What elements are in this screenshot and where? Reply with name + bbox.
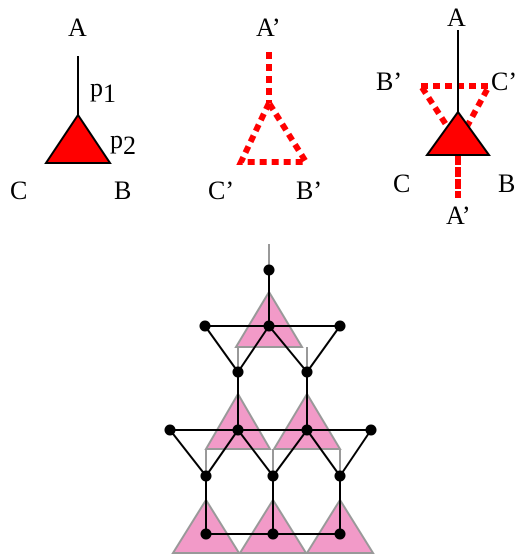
dual-label-a: A’ xyxy=(256,13,281,42)
lattice-node xyxy=(301,424,313,436)
lattice-bond xyxy=(204,325,239,373)
lattice-bond xyxy=(306,325,341,373)
combined-diagram xyxy=(415,30,495,198)
lattice-node xyxy=(232,424,244,436)
combined-label-b: B xyxy=(498,169,515,198)
lattice-bond xyxy=(306,429,341,477)
combined-label-a-prime: A’ xyxy=(446,201,471,230)
combined-label-b-prime: B’ xyxy=(376,67,402,96)
lattice-node xyxy=(232,366,244,378)
lattice-node xyxy=(334,470,346,482)
dual-diagram xyxy=(236,52,312,165)
lattice-node xyxy=(263,264,275,276)
lattice-node xyxy=(301,366,313,378)
lattice-node xyxy=(267,470,279,482)
lattice-bond xyxy=(339,429,372,477)
lattice-node xyxy=(263,320,275,332)
tensor-label-c: C xyxy=(10,176,27,205)
combined-label-a: A xyxy=(447,3,466,32)
dual-triangle xyxy=(236,96,312,165)
lattice-node xyxy=(334,528,346,540)
tensor-diagram: A p1 p2 C B xyxy=(10,13,136,205)
lattice-physical-legs xyxy=(205,244,341,500)
lattice-node xyxy=(199,320,211,332)
lattice-bond xyxy=(169,429,207,477)
lattice-diagram xyxy=(164,244,377,554)
tensor-label-b: B xyxy=(114,176,131,205)
combined-label-c: C xyxy=(393,169,410,198)
dual-label-c: C’ xyxy=(208,176,234,205)
lattice-node xyxy=(334,320,346,332)
lattice-bond xyxy=(205,429,239,477)
lattice-nodes xyxy=(164,264,377,540)
lattice-node xyxy=(200,528,212,540)
lattice-bond xyxy=(272,429,308,477)
tensor-label-p1: p1 xyxy=(90,73,116,108)
lattice-bond xyxy=(237,429,274,477)
tensor-label-p2: p2 xyxy=(110,125,136,160)
lattice-node xyxy=(365,424,377,436)
lattice-node xyxy=(267,528,279,540)
lattice-bonds xyxy=(169,270,372,535)
tensor-triangle xyxy=(44,113,112,164)
lattice-node xyxy=(164,424,176,436)
combined-tensor-triangle xyxy=(425,110,491,156)
lattice-bond xyxy=(268,325,308,373)
lattice-node xyxy=(200,470,212,482)
combined-label-c-prime: C’ xyxy=(491,67,517,96)
tensor-label-a: A xyxy=(68,13,87,42)
dual-label-b: B’ xyxy=(296,176,322,205)
combined-dual-triangle xyxy=(415,83,495,149)
lattice-bond xyxy=(237,325,270,373)
